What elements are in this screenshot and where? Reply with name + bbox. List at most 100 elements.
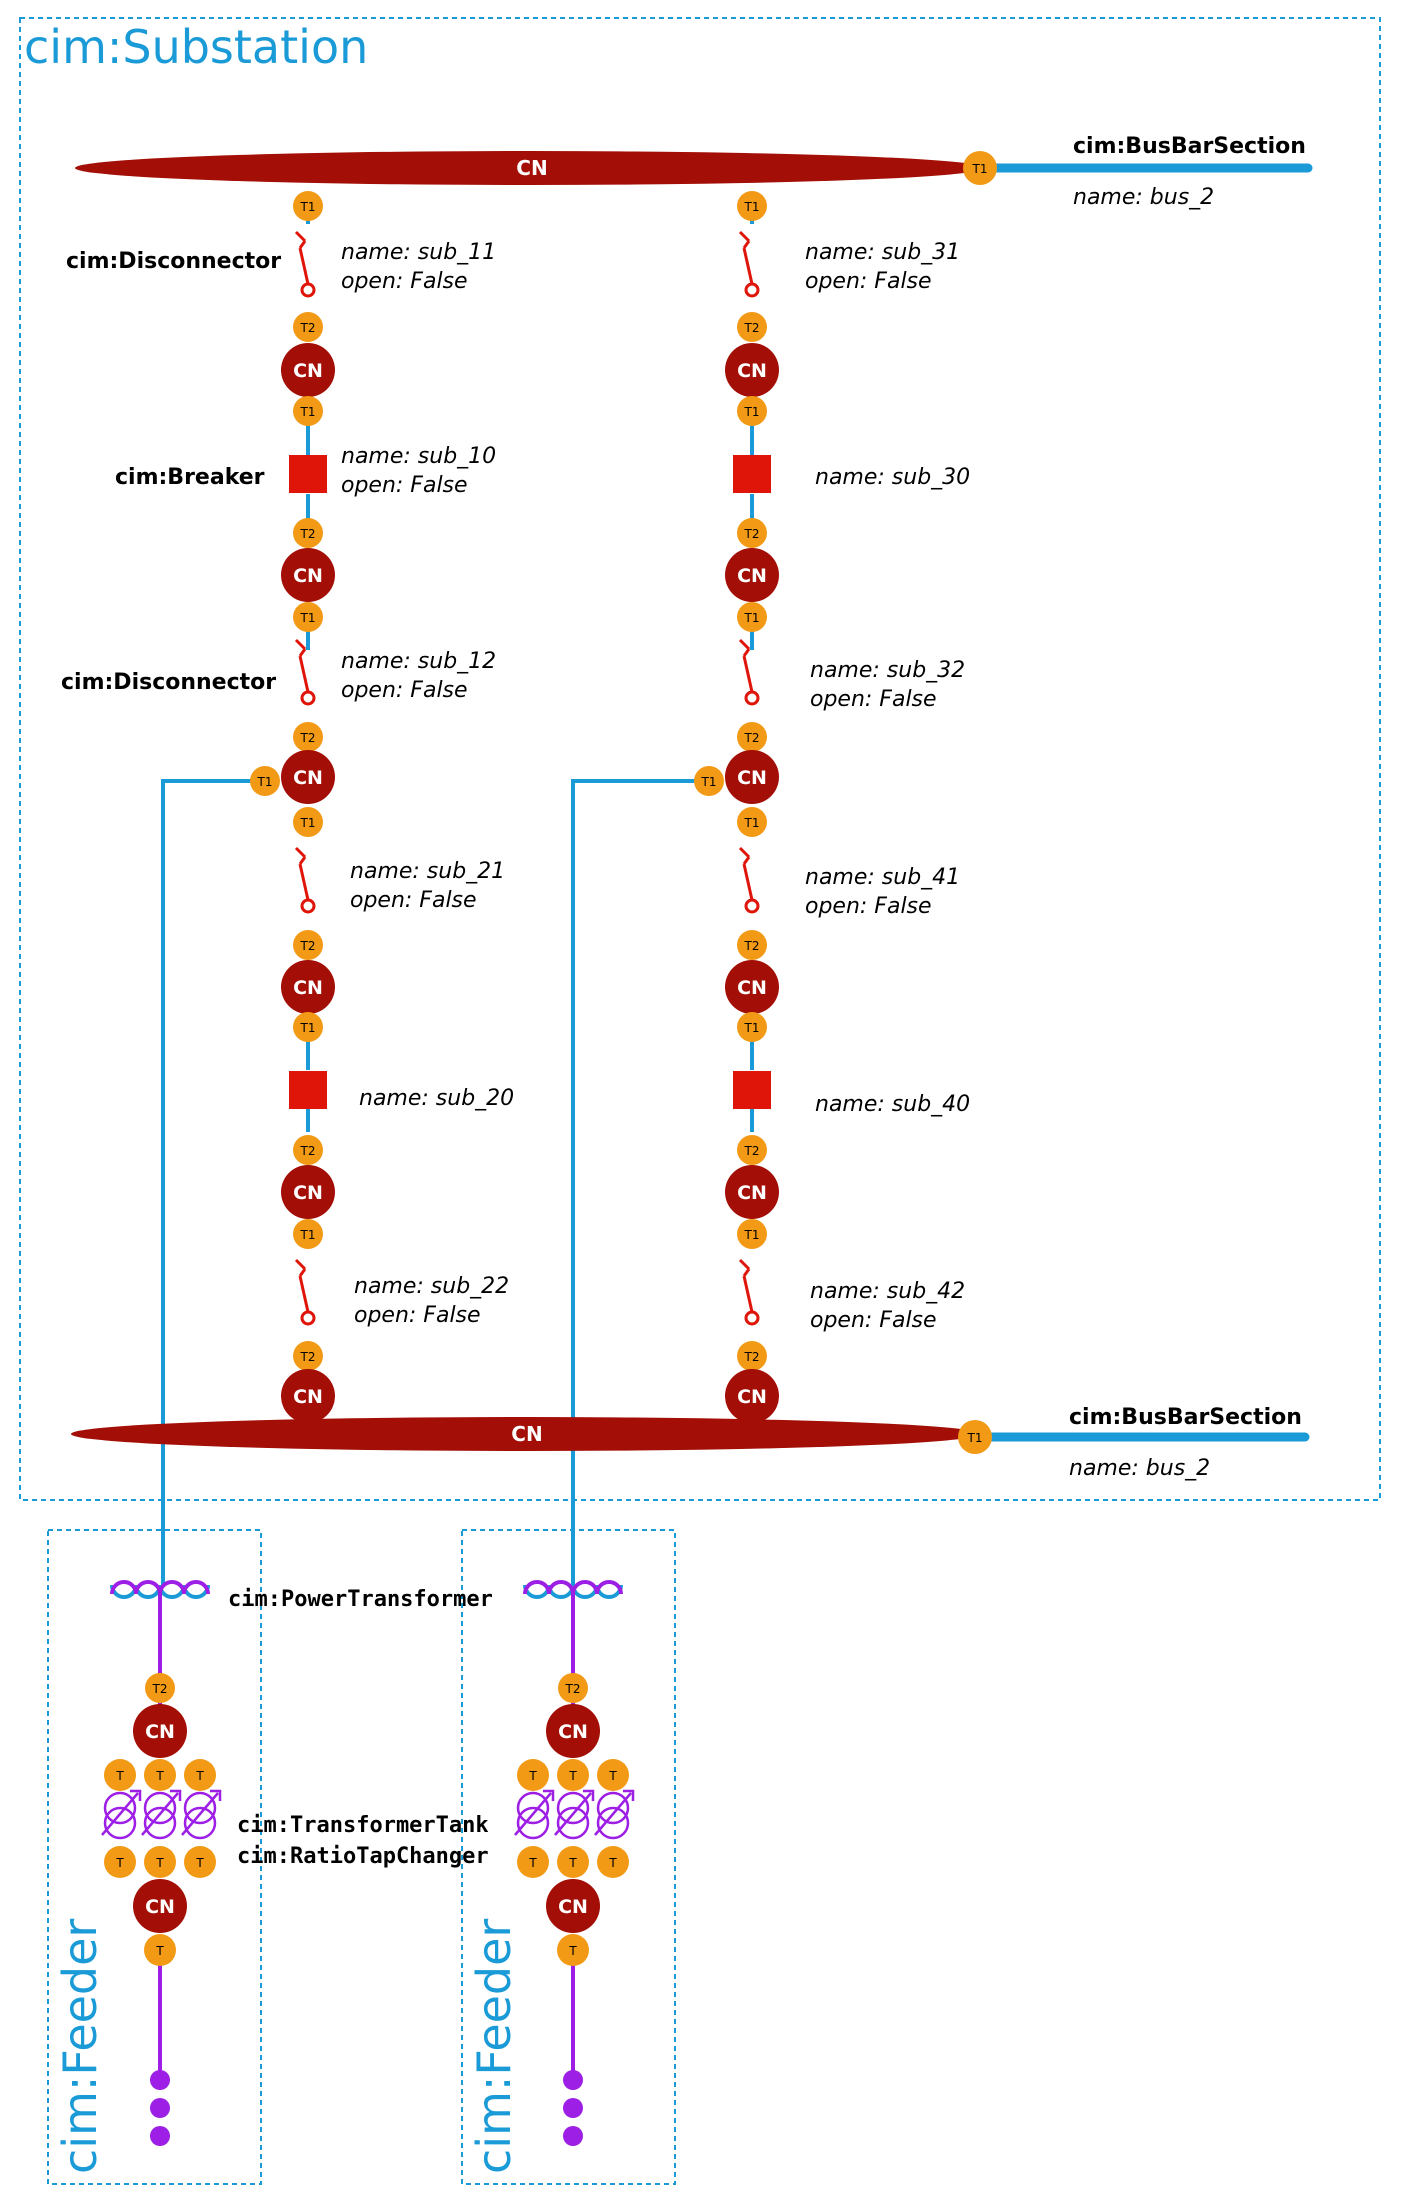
sub-10-name: name: sub_10	[341, 444, 496, 469]
right-terminal-12[interactable]	[737, 1341, 767, 1371]
busbar-top-class: cim:BusBarSection	[1073, 134, 1306, 159]
sub-32-open: open: False	[810, 687, 937, 712]
right-connectivity-node-3[interactable]	[725, 750, 779, 804]
right-connectivity-node-3-label: CN	[737, 767, 767, 789]
left-feeder-terminal-t2[interactable]	[145, 1673, 175, 1703]
right-feeder-terminal-t2[interactable]	[558, 1673, 588, 1703]
right-transformer-tank-icon-3[interactable]	[594, 1789, 635, 1840]
right-connectivity-node-6[interactable]	[725, 1369, 779, 1423]
left-terminal-11[interactable]	[293, 1219, 323, 1249]
sub-22-disconnector[interactable]	[294, 1258, 316, 1326]
sub-20-breaker[interactable]	[289, 1071, 327, 1109]
left-terminal-6[interactable]	[293, 722, 323, 752]
feeder-label-left: cim:Feeder	[53, 1919, 107, 2174]
sub-31-disconnector[interactable]	[738, 230, 760, 298]
right-terminal-10[interactable]	[737, 1135, 767, 1165]
left-continuation-dot-1	[150, 2070, 170, 2090]
busbar-node-top[interactable]	[75, 151, 985, 185]
left-connectivity-node-4[interactable]	[281, 960, 335, 1014]
left-feeder-terminal-t[interactable]	[144, 1934, 176, 1966]
right-tank-terminal-top-1-label: T	[528, 1769, 537, 1783]
left-terminal-1-label: T1	[300, 200, 316, 214]
left-connectivity-node-1[interactable]	[281, 343, 335, 397]
left-tank-terminal-top-1[interactable]	[104, 1759, 136, 1791]
right-connectivity-node-4[interactable]	[725, 960, 779, 1014]
left-feeder-terminal[interactable]	[250, 766, 280, 796]
right-tank-terminal-top-2[interactable]	[557, 1759, 589, 1791]
left-terminal-4[interactable]	[293, 518, 323, 548]
busbar-node-top-label: CN	[516, 156, 547, 180]
left-terminal-10[interactable]	[293, 1135, 323, 1165]
left-tank-terminal-top-3[interactable]	[184, 1759, 216, 1791]
right-terminal-2[interactable]	[737, 312, 767, 342]
left-tank-terminal-bottom-3[interactable]	[184, 1846, 216, 1878]
sub-41-disconnector[interactable]	[738, 846, 760, 914]
right-connectivity-node-5[interactable]	[725, 1165, 779, 1219]
right-transformer-tank-icon-1[interactable]	[514, 1789, 555, 1840]
busbar-top-terminal[interactable]	[963, 151, 997, 185]
left-terminal-7[interactable]	[293, 807, 323, 837]
sub-10-breaker[interactable]	[289, 455, 327, 493]
left-tank-terminal-bottom-1[interactable]	[104, 1846, 136, 1878]
sub-10-open: open: False	[341, 473, 468, 498]
left-connectivity-node-2-label: CN	[293, 565, 323, 587]
left-connectivity-node-2[interactable]	[281, 548, 335, 602]
transformer-tank-class-label: cim:TransformerTank	[237, 1813, 489, 1838]
left-connectivity-node-5[interactable]	[281, 1165, 335, 1219]
right-feeder-node-2[interactable]	[546, 1879, 600, 1933]
left-feeder-node-2[interactable]	[133, 1879, 187, 1933]
left-tank-terminal-bottom-2[interactable]	[144, 1846, 176, 1878]
right-connectivity-node-1[interactable]	[725, 343, 779, 397]
right-terminal-6[interactable]	[737, 722, 767, 752]
left-feeder-node-1[interactable]	[133, 1704, 187, 1758]
left-connectivity-node-6[interactable]	[281, 1369, 335, 1423]
right-terminal-11[interactable]	[737, 1219, 767, 1249]
left-transformer-tank-icon-2[interactable]	[141, 1789, 182, 1840]
right-feeder-terminal-t[interactable]	[557, 1934, 589, 1966]
right-terminal-1[interactable]	[737, 191, 767, 221]
right-terminal-8[interactable]	[737, 930, 767, 960]
right-terminal-5[interactable]	[737, 602, 767, 632]
sub-40-breaker[interactable]	[733, 1071, 771, 1109]
right-terminal-4[interactable]	[737, 518, 767, 548]
left-terminal-2[interactable]	[293, 312, 323, 342]
right-connectivity-node-2-label: CN	[737, 565, 767, 587]
left-terminal-12[interactable]	[293, 1341, 323, 1371]
right-tank-terminal-bottom-2[interactable]	[557, 1846, 589, 1878]
left-transformer-tank-icon-1[interactable]	[101, 1789, 142, 1840]
sub-11-disconnector[interactable]	[294, 230, 316, 298]
right-tank-terminal-bottom-3-label: T	[608, 1856, 617, 1870]
sub-32-disconnector[interactable]	[738, 638, 760, 706]
busbar-node-bottom[interactable]	[71, 1417, 981, 1451]
sub-12-disconnector[interactable]	[294, 638, 316, 706]
right-feeder-terminal-t-label: T	[568, 1944, 577, 1958]
right-tank-terminal-bottom-3[interactable]	[597, 1846, 629, 1878]
right-connectivity-node-2[interactable]	[725, 548, 779, 602]
left-terminal-9[interactable]	[293, 1012, 323, 1042]
right-feeder-node-2-label: CN	[558, 1896, 588, 1918]
sub-42-disconnector[interactable]	[738, 1258, 760, 1326]
right-terminal-9[interactable]	[737, 1012, 767, 1042]
sub-30-breaker[interactable]	[733, 455, 771, 493]
left-connectivity-node-3[interactable]	[281, 750, 335, 804]
sub-21-disconnector[interactable]	[294, 846, 316, 914]
left-terminal-5[interactable]	[293, 602, 323, 632]
left-terminal-1[interactable]	[293, 191, 323, 221]
right-feeder-node-1[interactable]	[546, 1704, 600, 1758]
left-terminal-8[interactable]	[293, 930, 323, 960]
sub-31-name: name: sub_31	[805, 240, 960, 265]
substation-label: cim:Substation	[24, 20, 368, 74]
right-terminal-3[interactable]	[737, 396, 767, 426]
right-tank-terminal-bottom-1[interactable]	[517, 1846, 549, 1878]
right-tank-terminal-top-1[interactable]	[517, 1759, 549, 1791]
busbar-bottom-terminal[interactable]	[958, 1420, 992, 1454]
right-transformer-tank-icon-2[interactable]	[554, 1789, 595, 1840]
left-tank-terminal-top-2[interactable]	[144, 1759, 176, 1791]
left-transformer-tank-icon-3[interactable]	[181, 1789, 222, 1840]
right-tank-terminal-top-3[interactable]	[597, 1759, 629, 1791]
left-terminal-3[interactable]	[293, 396, 323, 426]
right-terminal-7[interactable]	[737, 807, 767, 837]
right-terminal-7-label: T1	[744, 816, 760, 830]
right-feeder-terminal[interactable]	[694, 766, 724, 796]
